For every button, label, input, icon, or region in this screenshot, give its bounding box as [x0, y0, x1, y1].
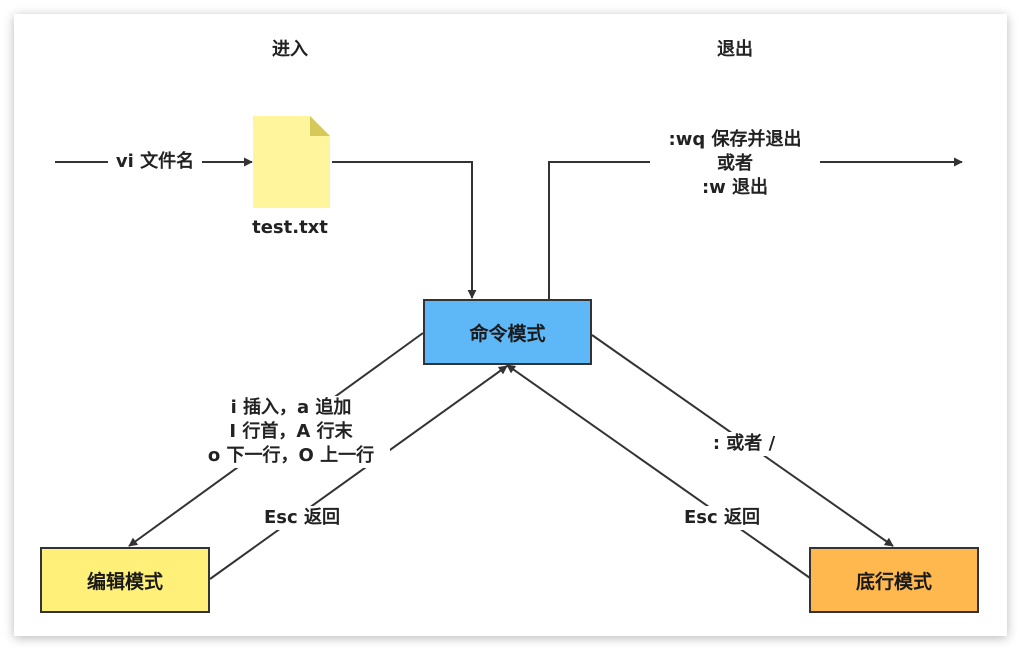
edit-mode-label: 编辑模式	[86, 570, 163, 593]
file-icon	[253, 116, 330, 208]
to-edit-line-2: I 行首，A 行末	[229, 421, 353, 442]
save-exit-label: :wq 保存并退出 或者 :w 退出	[650, 128, 820, 200]
esc-from-bottom-label: Esc 返回	[672, 506, 772, 530]
arrow-edit-to-command	[209, 365, 508, 580]
bottom-mode-node: 底行模式	[809, 547, 979, 613]
save-exit-line-1: :wq 保存并退出	[668, 129, 802, 150]
esc-from-edit-label: Esc 返回	[252, 506, 352, 530]
command-mode-label: 命令模式	[469, 322, 546, 345]
save-exit-line-2: 或者	[717, 153, 753, 174]
to-edit-line-1: i 插入，a 追加	[230, 397, 352, 418]
edit-mode-node: 编辑模式	[40, 547, 210, 613]
to-bottom-label: : 或者 /	[700, 432, 788, 456]
arrow-file-to-command	[332, 161, 477, 299]
save-exit-line-3: :w 退出	[701, 177, 769, 198]
file-name: test.txt	[252, 217, 328, 238]
arrow-command-to-exit	[548, 157, 963, 299]
open-file-label: vi 文件名	[108, 150, 202, 174]
to-edit-label: i 插入，a 追加 I 行首，A 行末 o 下一行，O 上一行	[192, 396, 390, 468]
enter-heading: 进入	[272, 39, 308, 60]
to-edit-line-3: o 下一行，O 上一行	[207, 445, 375, 466]
arrow-bottom-to-command	[506, 364, 811, 579]
bottom-mode-label: 底行模式	[855, 570, 932, 593]
exit-heading: 退出	[717, 39, 753, 60]
command-mode-node: 命令模式	[423, 299, 592, 365]
